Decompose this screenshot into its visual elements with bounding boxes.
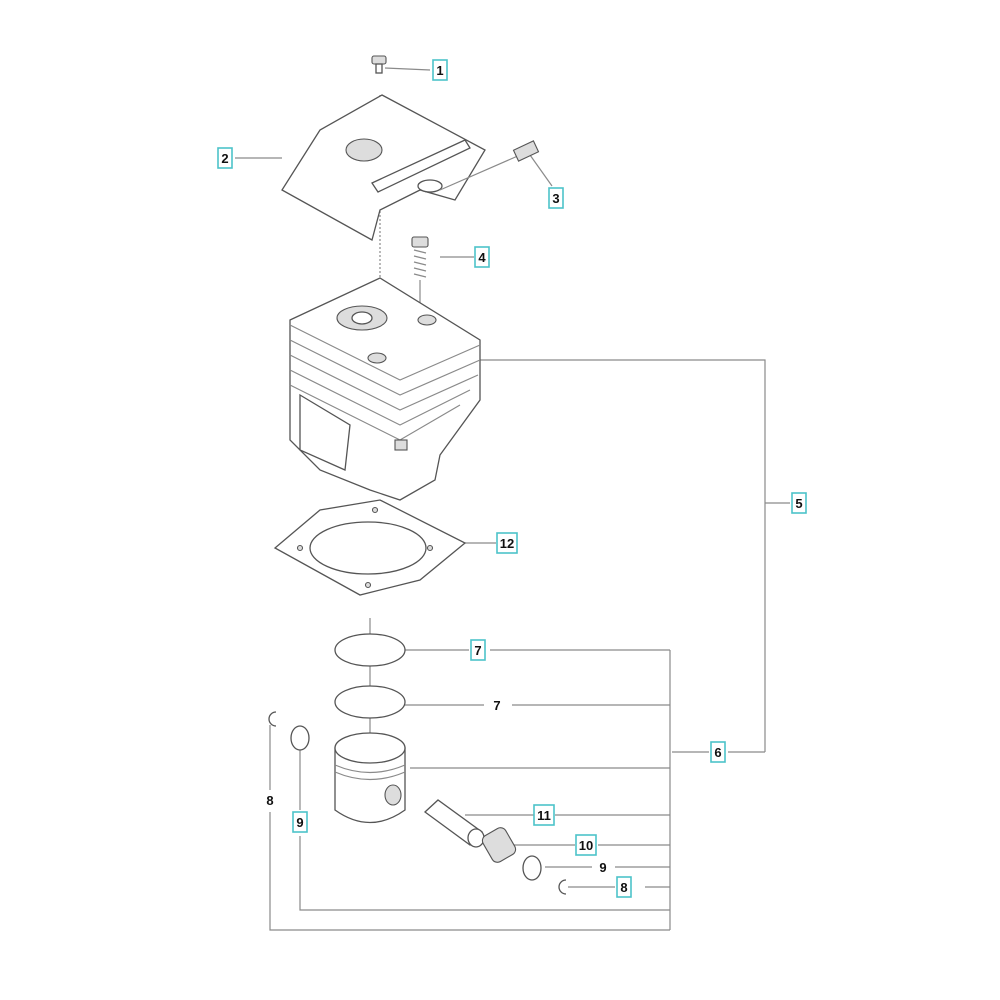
circlip-right[interactable] bbox=[558, 879, 567, 895]
svg-text:2: 2 bbox=[221, 151, 228, 166]
callout-3[interactable]: 3 bbox=[548, 187, 564, 209]
svg-text:10: 10 bbox=[579, 838, 593, 853]
svg-text:1: 1 bbox=[436, 63, 443, 78]
svg-text:9: 9 bbox=[599, 860, 606, 875]
circlip-left[interactable] bbox=[268, 711, 277, 727]
callout-7-plain[interactable]: 7 bbox=[493, 698, 500, 713]
callout-8-left[interactable]: 8 bbox=[266, 793, 273, 808]
callout-5[interactable]: 5 bbox=[791, 492, 807, 514]
callout-2[interactable]: 2 bbox=[217, 147, 233, 169]
callout-6[interactable]: 6 bbox=[710, 741, 726, 763]
svg-text:6: 6 bbox=[714, 745, 721, 760]
callout-8-right[interactable]: 8 bbox=[616, 876, 632, 898]
svg-text:8: 8 bbox=[620, 880, 627, 895]
svg-text:4: 4 bbox=[478, 250, 486, 265]
callout-9-left[interactable]: 9 bbox=[292, 811, 308, 833]
callout-11[interactable]: 11 bbox=[533, 804, 555, 826]
svg-text:7: 7 bbox=[474, 643, 481, 658]
callout-10[interactable]: 10 bbox=[575, 834, 597, 856]
gasket-part[interactable] bbox=[273, 499, 467, 596]
svg-text:11: 11 bbox=[537, 808, 551, 823]
svg-text:8: 8 bbox=[266, 793, 273, 808]
svg-text:12: 12 bbox=[500, 536, 514, 551]
svg-text:9: 9 bbox=[296, 815, 303, 830]
svg-text:3: 3 bbox=[552, 191, 559, 206]
callout-4[interactable]: 4 bbox=[474, 246, 490, 268]
wrist-pin-part[interactable] bbox=[423, 799, 485, 848]
plate-part[interactable] bbox=[281, 94, 486, 241]
callout-7-boxed[interactable]: 7 bbox=[470, 639, 486, 661]
screw-part[interactable] bbox=[371, 55, 387, 74]
callout-9-right[interactable]: 9 bbox=[599, 860, 606, 875]
needle-bearing-part[interactable] bbox=[480, 826, 518, 865]
piston-ring-upper[interactable] bbox=[334, 633, 406, 667]
svg-text:7: 7 bbox=[493, 698, 500, 713]
pin-part[interactable] bbox=[439, 140, 540, 191]
washer-left[interactable] bbox=[290, 725, 310, 751]
leader-lines bbox=[235, 67, 790, 931]
callout-1[interactable]: 1 bbox=[432, 59, 448, 81]
callout-12[interactable]: 12 bbox=[496, 532, 518, 554]
washer-right[interactable] bbox=[522, 855, 542, 881]
svg-text:5: 5 bbox=[795, 496, 802, 511]
piston-ring-lower[interactable] bbox=[334, 685, 406, 719]
piston-part[interactable] bbox=[334, 732, 406, 823]
cylinder-part[interactable] bbox=[289, 277, 481, 501]
